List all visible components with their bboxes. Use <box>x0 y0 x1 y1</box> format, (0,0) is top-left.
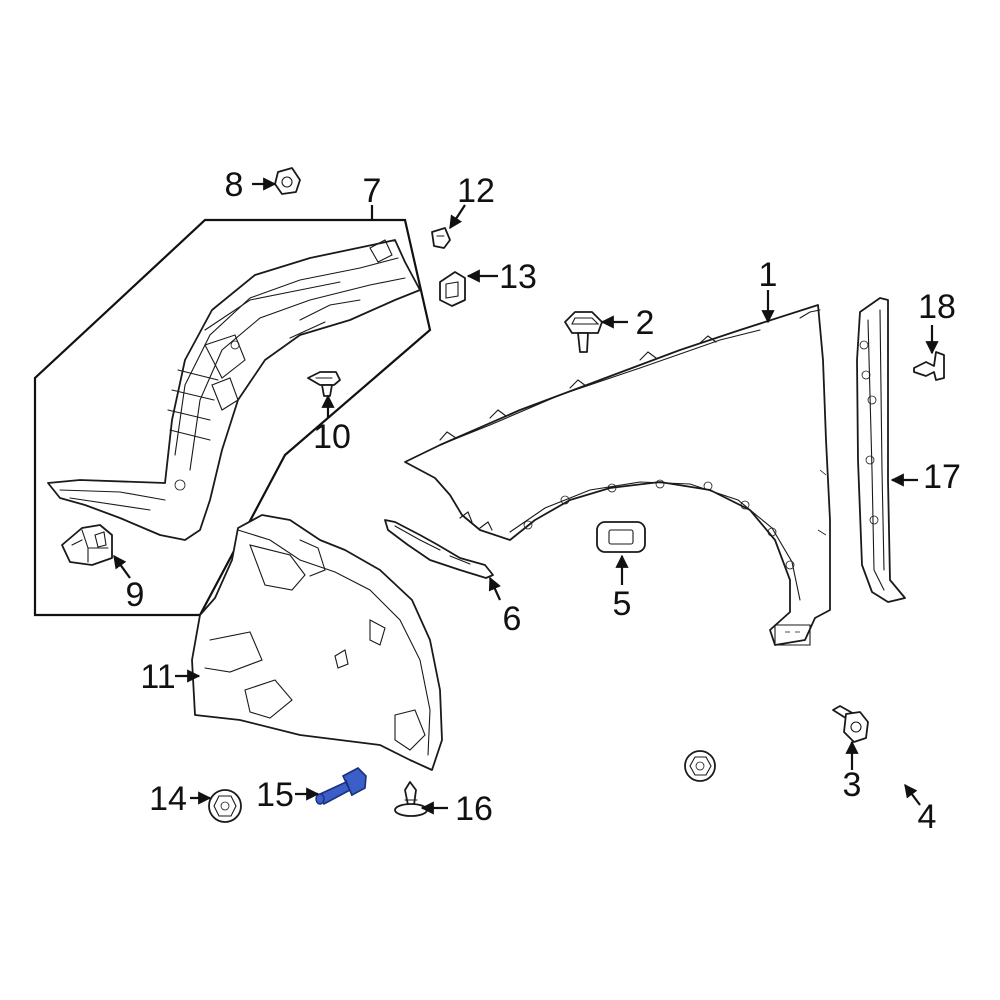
part-10-pin[interactable] <box>307 371 341 397</box>
part-12-screw[interactable] <box>431 227 451 249</box>
callout-4: 4 <box>918 798 937 836</box>
part-17-bracket[interactable] <box>856 297 906 603</box>
callout-16: 16 <box>455 790 493 828</box>
callout-5: 5 <box>613 585 632 623</box>
callout-9: 9 <box>126 576 145 614</box>
part-1-fender[interactable] <box>404 304 831 646</box>
callout-11: 11 <box>140 658 175 696</box>
callout-12: 12 <box>457 172 495 210</box>
callout-13: 13 <box>499 258 537 296</box>
callout-labels: 1 2 3 4 5 6 7 8 9 10 11 12 13 14 15 16 1… <box>126 166 961 836</box>
part-13-clip[interactable] <box>439 271 466 307</box>
callout-10: 10 <box>313 418 351 456</box>
callout-18: 18 <box>918 288 956 326</box>
callout-6: 6 <box>503 600 522 638</box>
callout-14: 14 <box>149 780 187 818</box>
callout-15: 15 <box>256 776 294 814</box>
callout-8: 8 <box>225 166 244 204</box>
callout-17: 17 <box>923 458 961 496</box>
part-15-rivet[interactable] <box>315 767 367 806</box>
callout-7: 7 <box>363 172 382 210</box>
part-4-nut[interactable] <box>684 750 716 782</box>
part-16-pin[interactable] <box>394 781 428 817</box>
leader-lines <box>113 177 939 815</box>
part-11-splash-shield[interactable] <box>191 514 443 771</box>
part-3-bolt[interactable] <box>832 705 869 743</box>
part-8-nut[interactable] <box>274 167 301 195</box>
part-5-pad[interactable] <box>596 521 646 553</box>
callout-3: 3 <box>843 766 862 804</box>
part-2-bolt[interactable] <box>564 311 603 353</box>
part-18-pin[interactable] <box>913 351 945 381</box>
callout-2: 2 <box>636 304 655 342</box>
part-9-clip[interactable] <box>61 524 113 566</box>
part-7-fender-liner[interactable] <box>47 239 421 541</box>
part-14-nut[interactable] <box>208 789 242 823</box>
callout-1: 1 <box>759 256 778 294</box>
part-6-seal[interactable] <box>384 519 494 579</box>
